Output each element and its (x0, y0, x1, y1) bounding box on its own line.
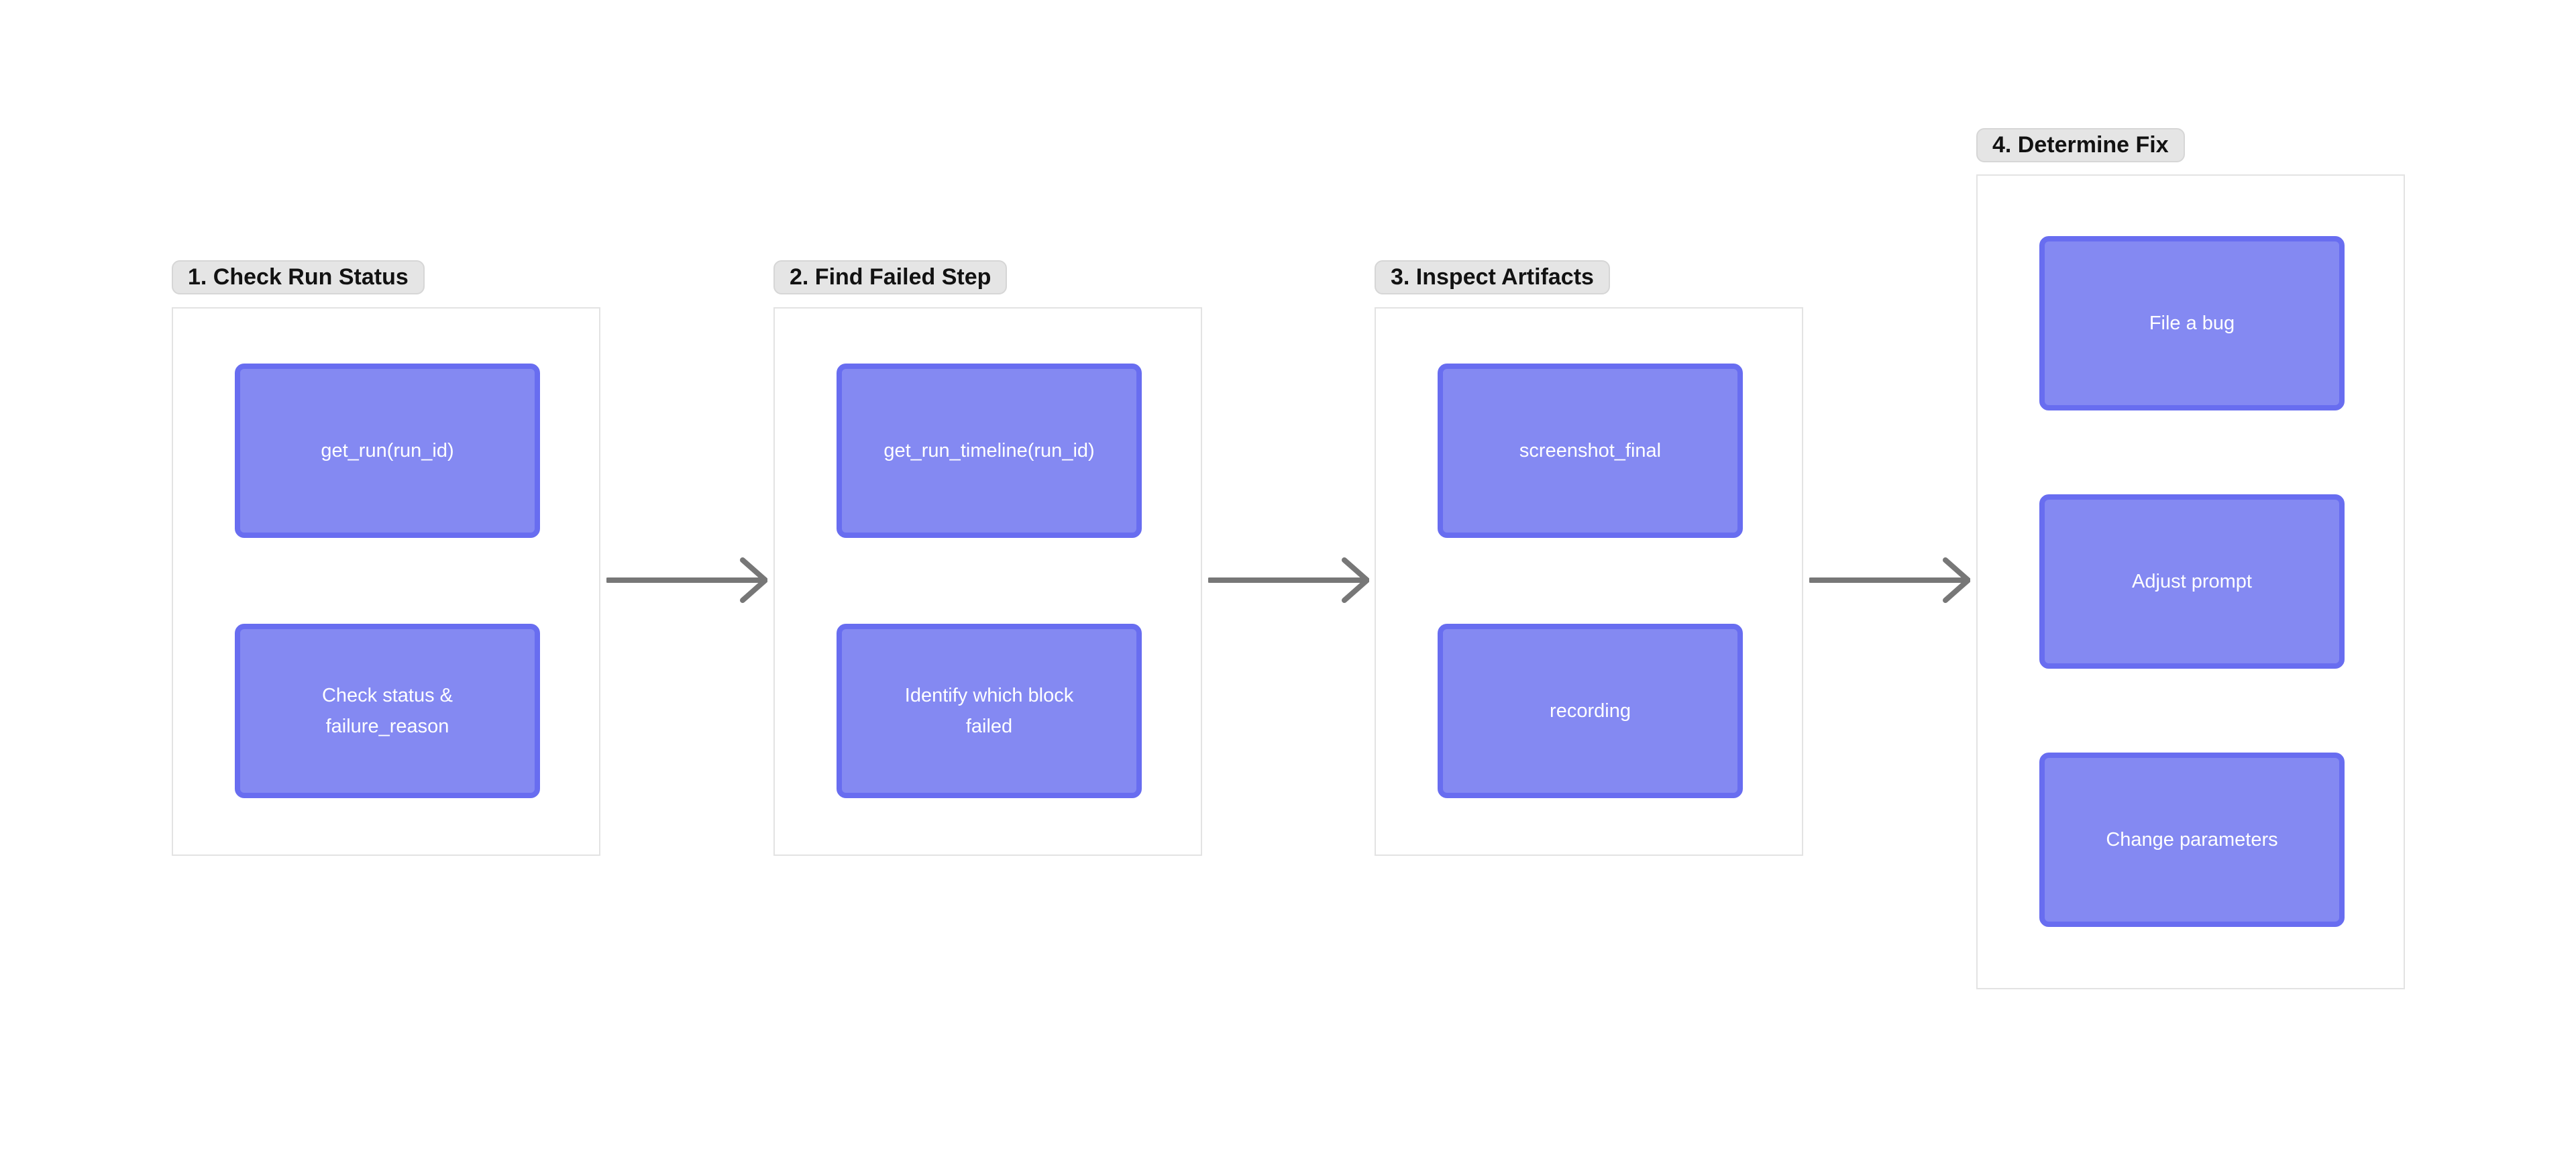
group-determine-fix[interactable]: File a bug Adjust prompt Change paramete… (1976, 174, 2405, 989)
group-label-find-failed-step: 2. Find Failed Step (773, 260, 1008, 294)
group-check-run-status[interactable]: get_run(run_id) Check status & failure_r… (172, 307, 600, 856)
node-get-run[interactable]: get_run(run_id) (235, 364, 540, 538)
arrow-right-icon (1208, 557, 1369, 603)
group-label-inspect-artifacts: 3. Inspect Artifacts (1375, 260, 1610, 294)
arrow-right-icon (1809, 557, 1970, 603)
node-check-status-failure-reason[interactable]: Check status & failure_reason (235, 624, 540, 798)
node-screenshot-final[interactable]: screenshot_final (1438, 364, 1743, 538)
node-file-a-bug[interactable]: File a bug (2039, 236, 2345, 410)
group-label-determine-fix: 4. Determine Fix (1976, 128, 2185, 162)
node-adjust-prompt[interactable]: Adjust prompt (2039, 494, 2345, 669)
node-get-run-timeline[interactable]: get_run_timeline(run_id) (837, 364, 1142, 538)
group-inspect-artifacts[interactable]: screenshot_final recording (1375, 307, 1803, 856)
node-recording[interactable]: recording (1438, 624, 1743, 798)
group-label-check-run-status: 1. Check Run Status (172, 260, 425, 294)
group-find-failed-step[interactable]: get_run_timeline(run_id) Identify which … (773, 307, 1202, 856)
node-identify-failed-block[interactable]: Identify which block failed (837, 624, 1142, 798)
arrow-right-icon (606, 557, 767, 603)
node-change-parameters[interactable]: Change parameters (2039, 753, 2345, 927)
